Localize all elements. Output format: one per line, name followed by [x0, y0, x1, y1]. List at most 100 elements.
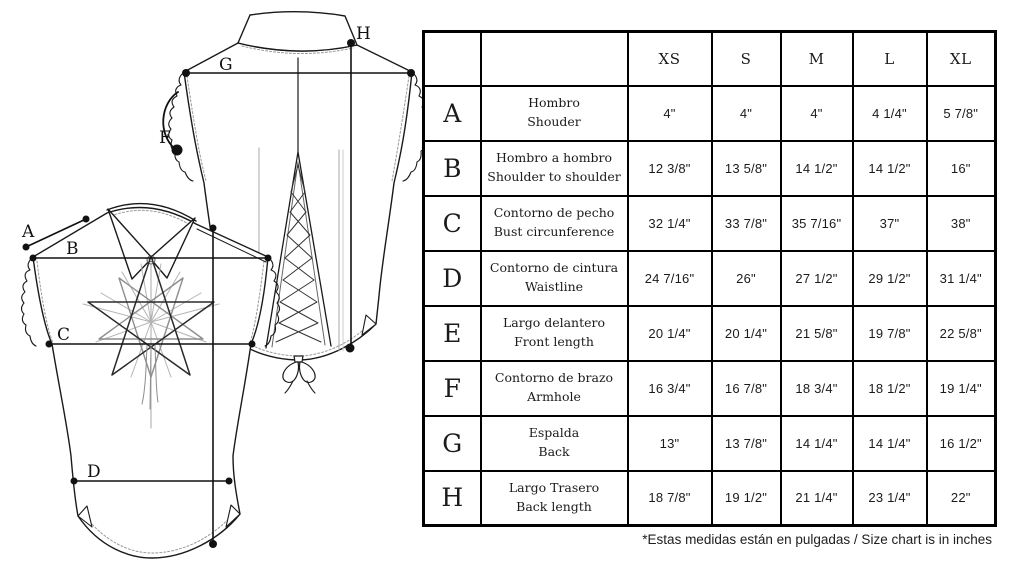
measure-name-es: Hombro a hombro	[495, 150, 613, 166]
table-row-a: A Hombro Shouder 4" 4" 4" 4 1/4" 5 7/8"	[422, 84, 997, 142]
back-lacing	[265, 151, 332, 349]
size-value: 4"	[710, 84, 782, 142]
size-value: 14 1/4"	[779, 414, 854, 472]
dim-h	[345, 39, 355, 353]
size-value: 12 3/8"	[626, 139, 713, 197]
measure-name-es: Contorno de cintura	[489, 260, 619, 276]
size-value: 21 5/8"	[779, 304, 854, 362]
size-header-m: M	[779, 30, 854, 87]
size-value: 21 1/4"	[779, 469, 854, 527]
dim-label-c: C	[57, 325, 70, 345]
size-header-xl: XL	[925, 30, 997, 87]
size-value: 16 7/8"	[710, 359, 782, 417]
size-chart-panel: XS S M L XL A Hombro Shouder 4" 4" 4" 4 …	[422, 30, 997, 547]
dimension-lines	[22, 39, 415, 548]
size-value: 14 1/2"	[851, 139, 928, 197]
measure-name: Largo Trasero Back length	[479, 469, 629, 527]
size-value: 4 1/4"	[851, 84, 928, 142]
dim-label-d: D	[87, 462, 101, 482]
size-value: 18 7/8"	[626, 469, 713, 527]
size-value: 16 1/2"	[925, 414, 997, 472]
table-row-c: C Contorno de pecho Bust circunference 3…	[422, 194, 997, 252]
size-header-xs: XS	[626, 30, 713, 87]
measure-name-en: Waistline	[524, 279, 584, 294]
size-value: 27 1/2"	[779, 249, 854, 307]
dim-label-h: H	[356, 24, 371, 44]
dim-label-g: G	[219, 55, 233, 75]
measure-name: Hombro a hombro Shoulder to shoulder	[479, 139, 629, 197]
measure-name-es: Contorno de brazo	[494, 370, 614, 386]
size-value: 14 1/2"	[779, 139, 854, 197]
measure-name: Hombro Shouder	[479, 84, 629, 142]
size-value: 13"	[626, 414, 713, 472]
measure-name-en: Front length	[514, 334, 594, 349]
size-value: 33 7/8"	[710, 194, 782, 252]
table-row-g: G Espalda Back 13" 13 7/8" 14 1/4" 14 1/…	[422, 414, 997, 472]
size-value: 31 1/4"	[925, 249, 997, 307]
size-value: 4"	[626, 84, 713, 142]
dim-label-b: B	[66, 239, 79, 259]
size-value: 23 1/4"	[851, 469, 928, 527]
measure-name: Espalda Back	[479, 414, 629, 472]
measure-name: Contorno de cintura Waistline	[479, 249, 629, 307]
measure-name-es: Largo delantero	[502, 315, 606, 331]
size-value: 24 7/16"	[626, 249, 713, 307]
header-empty-name	[479, 30, 629, 87]
size-value: 14 1/4"	[851, 414, 928, 472]
table-row-b: B Hombro a hombro Shoulder to shoulder 1…	[422, 139, 997, 197]
size-value: 32 1/4"	[626, 194, 713, 252]
row-letter: F	[422, 359, 482, 417]
size-value: 13 5/8"	[710, 139, 782, 197]
front-right-ruffle	[264, 256, 281, 347]
size-value: 18 3/4"	[779, 359, 854, 417]
measure-name-en: Armhole	[527, 389, 581, 404]
dim-a	[22, 215, 90, 251]
row-letter: A	[422, 84, 482, 142]
size-value: 26"	[710, 249, 782, 307]
measure-name-en: Shoulder to shoulder	[487, 169, 621, 184]
dim-f	[162, 91, 183, 156]
size-value: 20 1/4"	[626, 304, 713, 362]
size-table: XS S M L XL A Hombro Shouder 4" 4" 4" 4 …	[422, 30, 997, 527]
table-row-e: E Largo delantero Front length 20 1/4" 2…	[422, 304, 997, 362]
row-letter: G	[422, 414, 482, 472]
front-left-ruffle	[20, 256, 37, 347]
footnote: *Estas medidas están en pulgadas / Size …	[642, 532, 992, 547]
measure-name-en: Back length	[516, 498, 592, 514]
size-value: 22"	[925, 469, 997, 527]
measure-name-es: Espalda	[528, 425, 580, 441]
size-value: 19 7/8"	[851, 304, 928, 362]
star-motif	[82, 255, 220, 410]
size-value: 20 1/4"	[710, 304, 782, 362]
row-letter: H	[422, 469, 482, 527]
size-value: 4"	[779, 84, 854, 142]
size-value: 13 7/8"	[710, 414, 782, 472]
garment-technical-drawing: A B C D F G H	[20, 11, 422, 559]
measure-name: Contorno de brazo Armhole	[479, 359, 629, 417]
size-value: 37"	[851, 194, 928, 252]
size-value: 29 1/2"	[851, 249, 928, 307]
measure-name: Largo delantero Front length	[479, 304, 629, 362]
size-value: 18 1/2"	[851, 359, 928, 417]
table-row-h: H Largo Trasero Back length 18 7/8" 19 1…	[422, 469, 997, 527]
size-value: 19 1/2"	[710, 469, 782, 527]
size-header-l: L	[851, 30, 928, 87]
size-value: 19 1/4"	[925, 359, 997, 417]
dim-c	[45, 340, 256, 348]
row-letter: D	[422, 249, 482, 307]
dim-b	[29, 254, 272, 262]
table-row-d: D Contorno de cintura Waistline 24 7/16"…	[422, 249, 997, 307]
size-header-s: S	[710, 30, 782, 87]
front-view-drawing	[20, 202, 281, 559]
measure-name-es: Largo Trasero	[508, 480, 600, 495]
row-letter: B	[422, 139, 482, 197]
measure-name-es: Hombro	[528, 95, 580, 111]
size-value: 22 5/8"	[925, 304, 997, 362]
back-right-ruffle	[402, 71, 422, 182]
row-letter: E	[422, 304, 482, 362]
table-row-f: F Contorno de brazo Armhole 16 3/4" 16 7…	[422, 359, 997, 417]
row-letter: C	[422, 194, 482, 252]
measure-name: Contorno de pecho Bust circunference	[479, 194, 629, 252]
size-value: 35 7/16"	[779, 194, 854, 252]
